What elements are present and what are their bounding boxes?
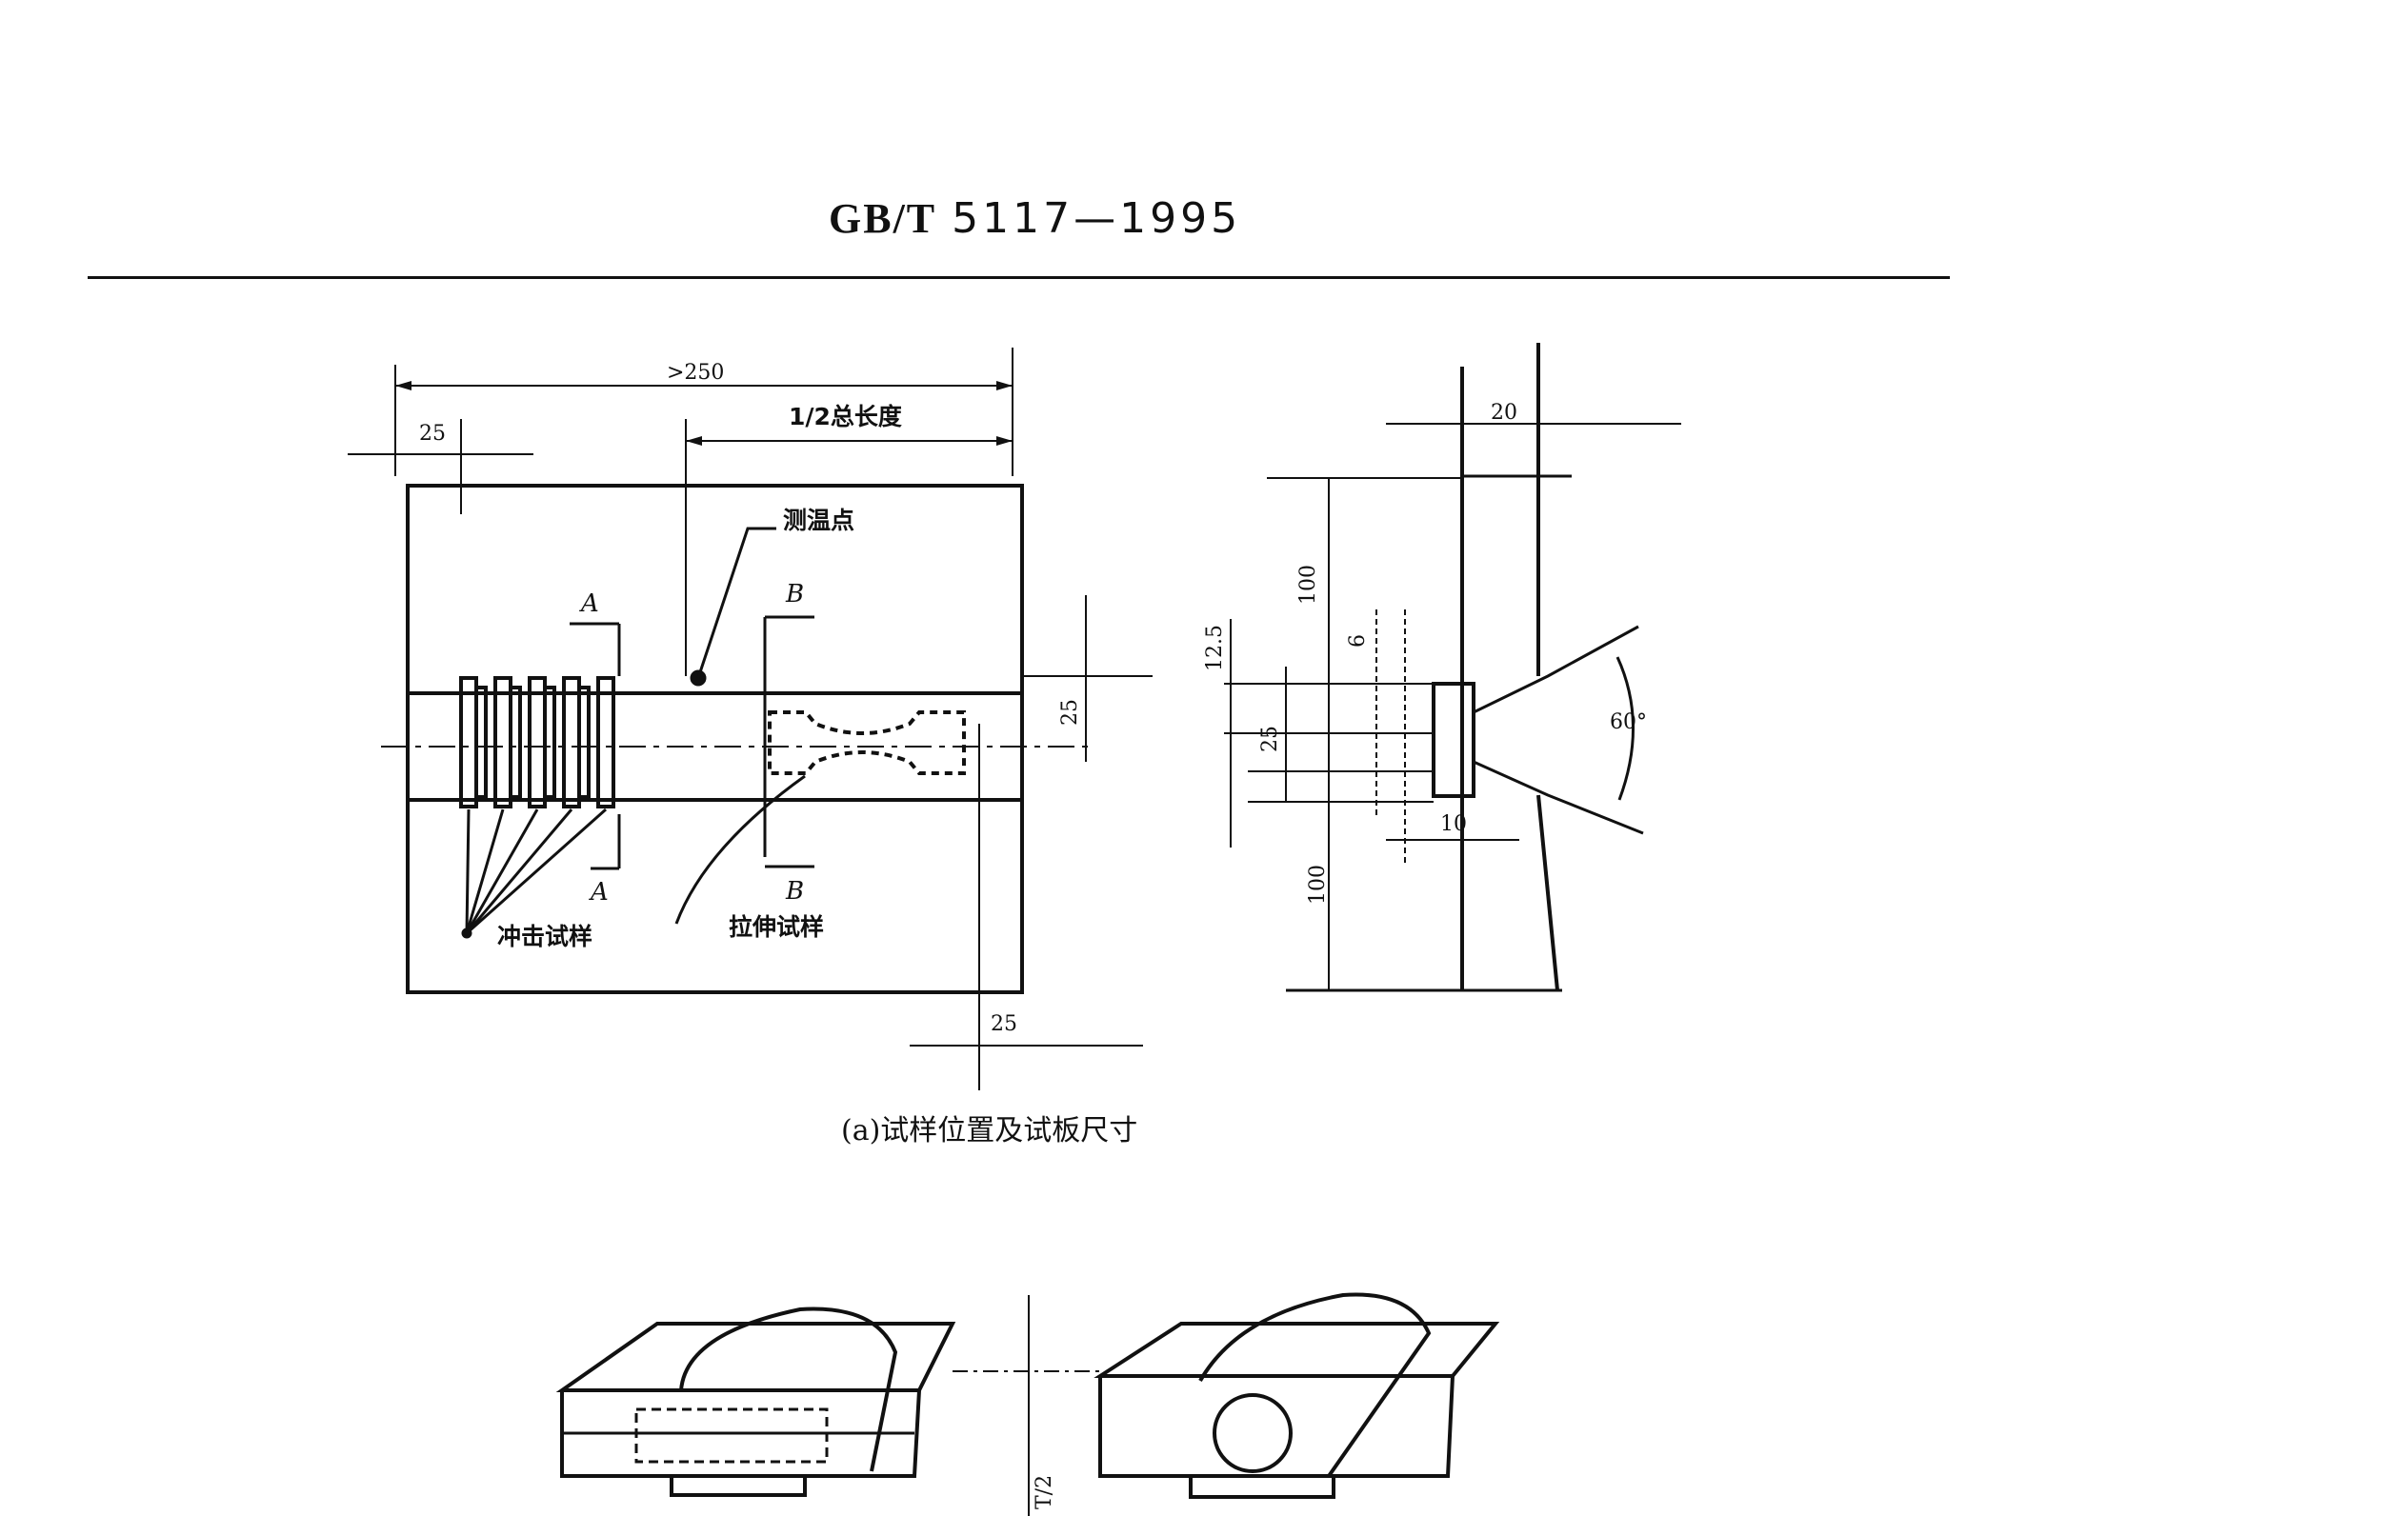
dim-half-length: 1/2总长度 xyxy=(789,403,902,430)
section-b-bottom: B xyxy=(785,877,804,906)
dim-half-thickness: T/2 xyxy=(1033,1475,1056,1509)
standard-number: 5117—1995 xyxy=(952,194,1242,243)
temp-point-leader xyxy=(696,527,776,679)
right-specimen-circle xyxy=(1213,1393,1293,1473)
weld-backing xyxy=(1432,682,1475,798)
tensile-specimen-label: 拉伸试样 xyxy=(729,913,824,941)
perspective-view: T/2 xyxy=(555,1292,1500,1516)
dim-gap: 6 xyxy=(1346,634,1370,648)
tensile-leader xyxy=(674,774,806,925)
header-rule xyxy=(88,276,1950,279)
figure-caption: (a)试样位置及试板尺寸 xyxy=(841,1114,1138,1147)
dim-thickness-top: 20 xyxy=(1491,401,1517,425)
impact-specimen xyxy=(459,676,478,808)
impact-specimen-notch xyxy=(509,686,522,799)
dim-root-offset: 12.5 xyxy=(1203,625,1227,671)
tensile-specimen xyxy=(768,710,966,775)
dim-margin-left: 25 xyxy=(419,422,446,446)
impact-specimen-notch xyxy=(474,686,488,799)
standard-header: GB/T 5117—1995 xyxy=(829,194,1241,243)
impact-leaders xyxy=(465,808,607,935)
plate-right-edge-bottom xyxy=(1536,794,1559,991)
right-weld-bead xyxy=(1198,1292,1432,1478)
bevel-top xyxy=(1473,625,1639,714)
test-plate-outline xyxy=(406,484,1024,994)
dim-section-bottom: 100 xyxy=(1306,865,1330,905)
plan-view: >250 1/2总长度 25 测温点 xyxy=(348,348,1153,1090)
arrow-head xyxy=(996,436,1013,446)
arrow-head xyxy=(395,381,411,390)
impact-specimen xyxy=(493,676,512,808)
standard-prefix: GB/T xyxy=(829,195,937,242)
left-weld-bead xyxy=(679,1307,898,1472)
arrow-head xyxy=(996,381,1013,390)
impact-specimen-notch xyxy=(543,686,556,799)
dim-section-width: 25 xyxy=(1258,726,1282,752)
dim-section-top: 100 xyxy=(1296,565,1320,605)
impact-specimen xyxy=(562,676,581,808)
dim-plate-width: 25 xyxy=(1058,699,1082,726)
dim-margin-bottom: 25 xyxy=(991,1012,1017,1036)
impact-specimen-notch xyxy=(577,686,591,799)
impact-specimen xyxy=(528,676,547,808)
left-specimen-outline xyxy=(634,1407,829,1464)
bevel-bottom xyxy=(1473,760,1644,835)
right-backing xyxy=(1189,1474,1335,1499)
impact-specimen xyxy=(596,676,615,808)
right-block-top xyxy=(1094,1322,1500,1378)
section-a-bottom: A xyxy=(589,878,609,907)
dim-overall: >250 xyxy=(667,361,724,385)
impact-specimen-label: 冲击试样 xyxy=(497,923,592,950)
section-a-top: A xyxy=(579,589,599,618)
angle-arc xyxy=(1615,656,1635,801)
leader-dot xyxy=(461,928,472,939)
section-b-top: B xyxy=(785,580,804,608)
dim-angle: 60° xyxy=(1610,710,1647,734)
temp-point-label: 测温点 xyxy=(783,507,854,534)
left-backing xyxy=(670,1474,807,1497)
arrow-head xyxy=(686,436,702,446)
section-view: 20 100 100 60° 12.5 25 6 10 xyxy=(1203,343,1681,992)
left-block-top xyxy=(555,1322,956,1392)
dim-backing: 10 xyxy=(1440,812,1467,836)
impact-specimens xyxy=(459,676,615,808)
